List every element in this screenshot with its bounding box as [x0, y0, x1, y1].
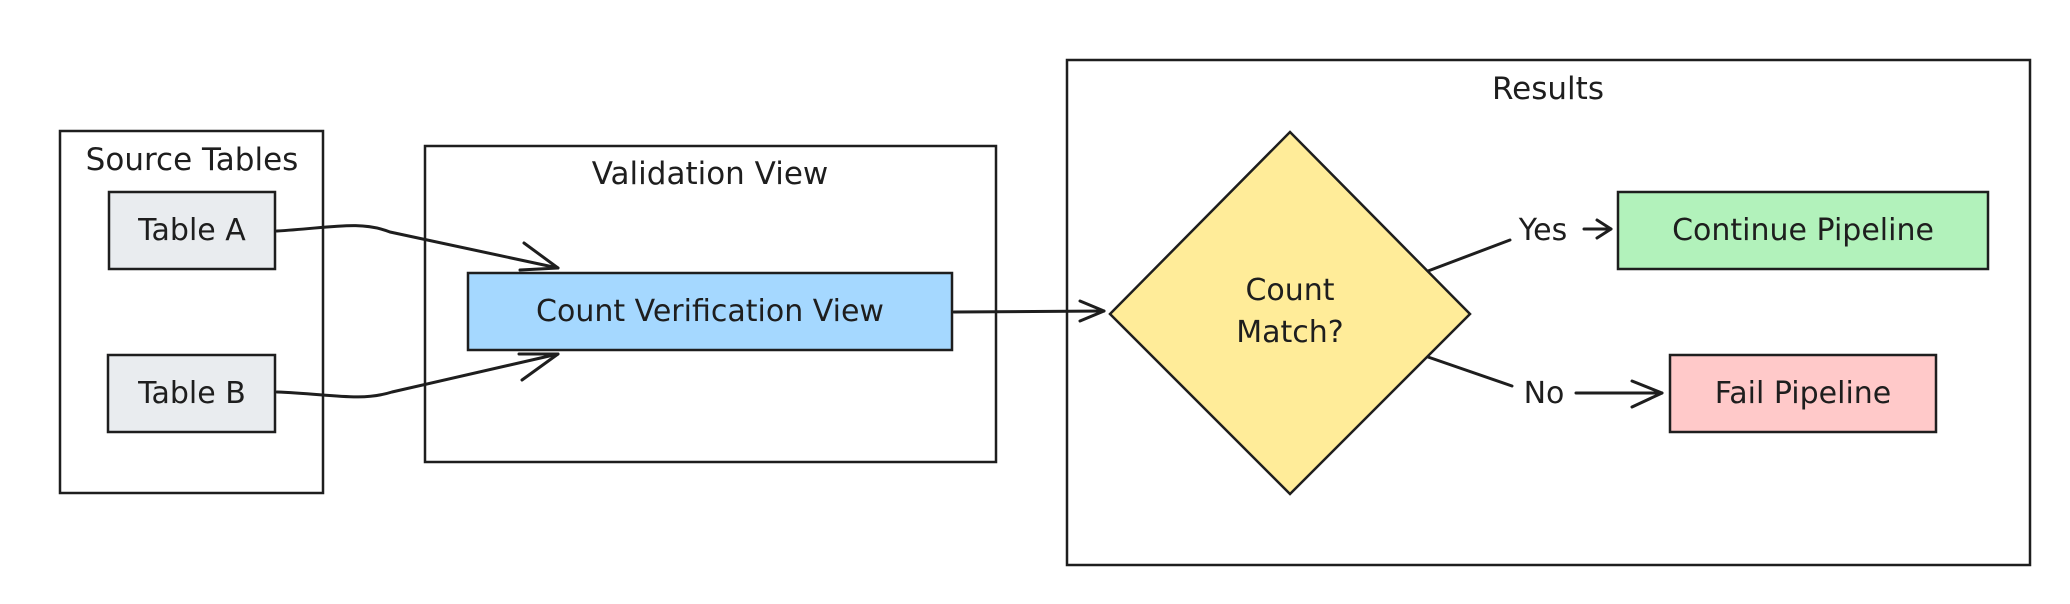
node-table-a-label: Table A — [137, 213, 246, 248]
edge-count-view-to-decision-arrowhead — [1078, 299, 1106, 323]
node-table-b-label: Table B — [137, 376, 246, 411]
edge-table-a-to-count-view — [275, 224, 560, 272]
node-count-match-diamond — [1108, 130, 1472, 496]
node-count-match-decision: Count Match? — [1108, 130, 1472, 496]
group-source-tables-frame — [58, 129, 325, 495]
edge-no-to-fail: No — [1426, 355, 1664, 411]
node-count-match-label-line2: Match? — [1236, 315, 1343, 350]
edge-no-to-fail-arrowhead — [1630, 379, 1664, 409]
edge-table-b-to-count-view-arrowhead — [517, 352, 560, 382]
edge-table-a-to-count-view-line — [275, 224, 560, 270]
node-table-a: Table A — [107, 190, 277, 271]
node-count-match-label-line1: Count — [1245, 273, 1334, 308]
group-validation-view-frame — [423, 144, 998, 464]
node-fail-pipeline-label: Fail Pipeline — [1715, 376, 1892, 411]
edge-table-b-to-count-view-line — [275, 352, 560, 399]
node-count-verification-view-label: Count Verification View — [536, 294, 884, 329]
node-fail-pipeline-box — [1668, 353, 1938, 434]
node-table-b: Table B — [106, 353, 277, 434]
node-fail-pipeline: Fail Pipeline — [1668, 353, 1938, 434]
group-source-tables-label: Source Tables — [86, 142, 299, 178]
edge-yes-to-continue-arrowhead — [1595, 218, 1613, 240]
node-count-verification-view: Count Verification View — [466, 271, 954, 352]
edge-yes-to-continue: Yes — [1426, 213, 1613, 273]
node-continue-pipeline-label: Continue Pipeline — [1672, 213, 1934, 248]
edge-count-view-to-decision-line — [952, 309, 1106, 314]
node-continue-pipeline: Continue Pipeline — [1616, 190, 1990, 271]
node-table-a-box — [107, 190, 277, 271]
node-continue-pipeline-box — [1616, 190, 1990, 271]
edge-table-a-to-count-view-arrowhead — [518, 241, 560, 272]
edge-table-b-to-count-view — [275, 352, 560, 399]
edge-yes-label: Yes — [1518, 213, 1567, 248]
edge-count-view-to-decision — [952, 299, 1106, 323]
edge-yes-to-continue-line-a — [1426, 238, 1512, 273]
node-count-verification-view-box — [466, 271, 954, 352]
group-validation-view: Validation View — [423, 144, 998, 464]
group-validation-view-label: Validation View — [592, 156, 829, 192]
group-results-label: Results — [1492, 71, 1604, 107]
edge-no-to-fail-line-a — [1426, 355, 1514, 388]
node-table-b-box — [106, 353, 277, 434]
edge-no-label: No — [1524, 376, 1565, 411]
group-source-tables: Source Tables — [58, 129, 325, 495]
